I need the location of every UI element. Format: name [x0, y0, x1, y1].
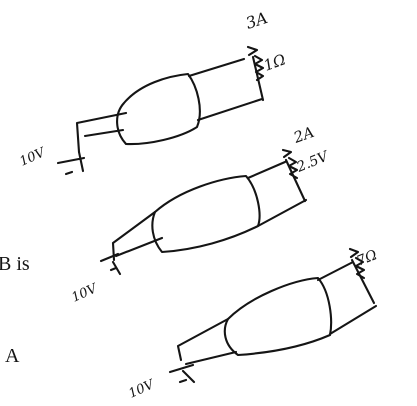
- circuit-3-resistance-label: 7Ω: [355, 247, 380, 270]
- circuit-2-resistor-zigzag: [287, 156, 299, 180]
- circuit-diagram-1: 3A 1Ω 10V: [18, 8, 288, 176]
- circuit-2-source-label: 10V: [70, 281, 101, 306]
- circuit-3-right-lead: [316, 258, 378, 336]
- circuit-1-conductor-body: [116, 72, 201, 146]
- circuit-1-current-arrow: [246, 45, 259, 57]
- circuit-2-battery-symbol: [99, 252, 122, 276]
- circuit-1-battery-symbol: [56, 150, 86, 176]
- circuit-diagram-3: 7Ω 10V: [127, 247, 380, 402]
- page-text-fragment-1: B is: [0, 253, 30, 275]
- circuit-3-left-lead: [176, 317, 238, 366]
- circuit-2-resistance-label: 2.5V: [294, 148, 333, 176]
- circuit-2-current-arrow: [281, 148, 293, 159]
- circuit-3-resistor-zigzag: [354, 256, 366, 280]
- circuit-3-battery-symbol: [168, 363, 196, 384]
- circuit-3-current-arrow: [348, 247, 360, 259]
- circuit-1-resistor-zigzag: [253, 54, 265, 82]
- circuit-1-source-label: 10V: [18, 145, 49, 170]
- circuit-3-source-label: 10V: [127, 377, 158, 402]
- circuit-3-conductor-body: [223, 276, 333, 357]
- circuit-2-current-label: 2A: [290, 123, 316, 147]
- circuit-2-conductor-body: [151, 174, 261, 254]
- circuit-diagram-2: 2A 2.5V 10V: [70, 123, 333, 306]
- circuit-1-resistance-label: 1Ω: [261, 50, 288, 74]
- page-text-fragment-2: A: [5, 345, 20, 367]
- circuit-1-current-label: 3A: [243, 8, 270, 33]
